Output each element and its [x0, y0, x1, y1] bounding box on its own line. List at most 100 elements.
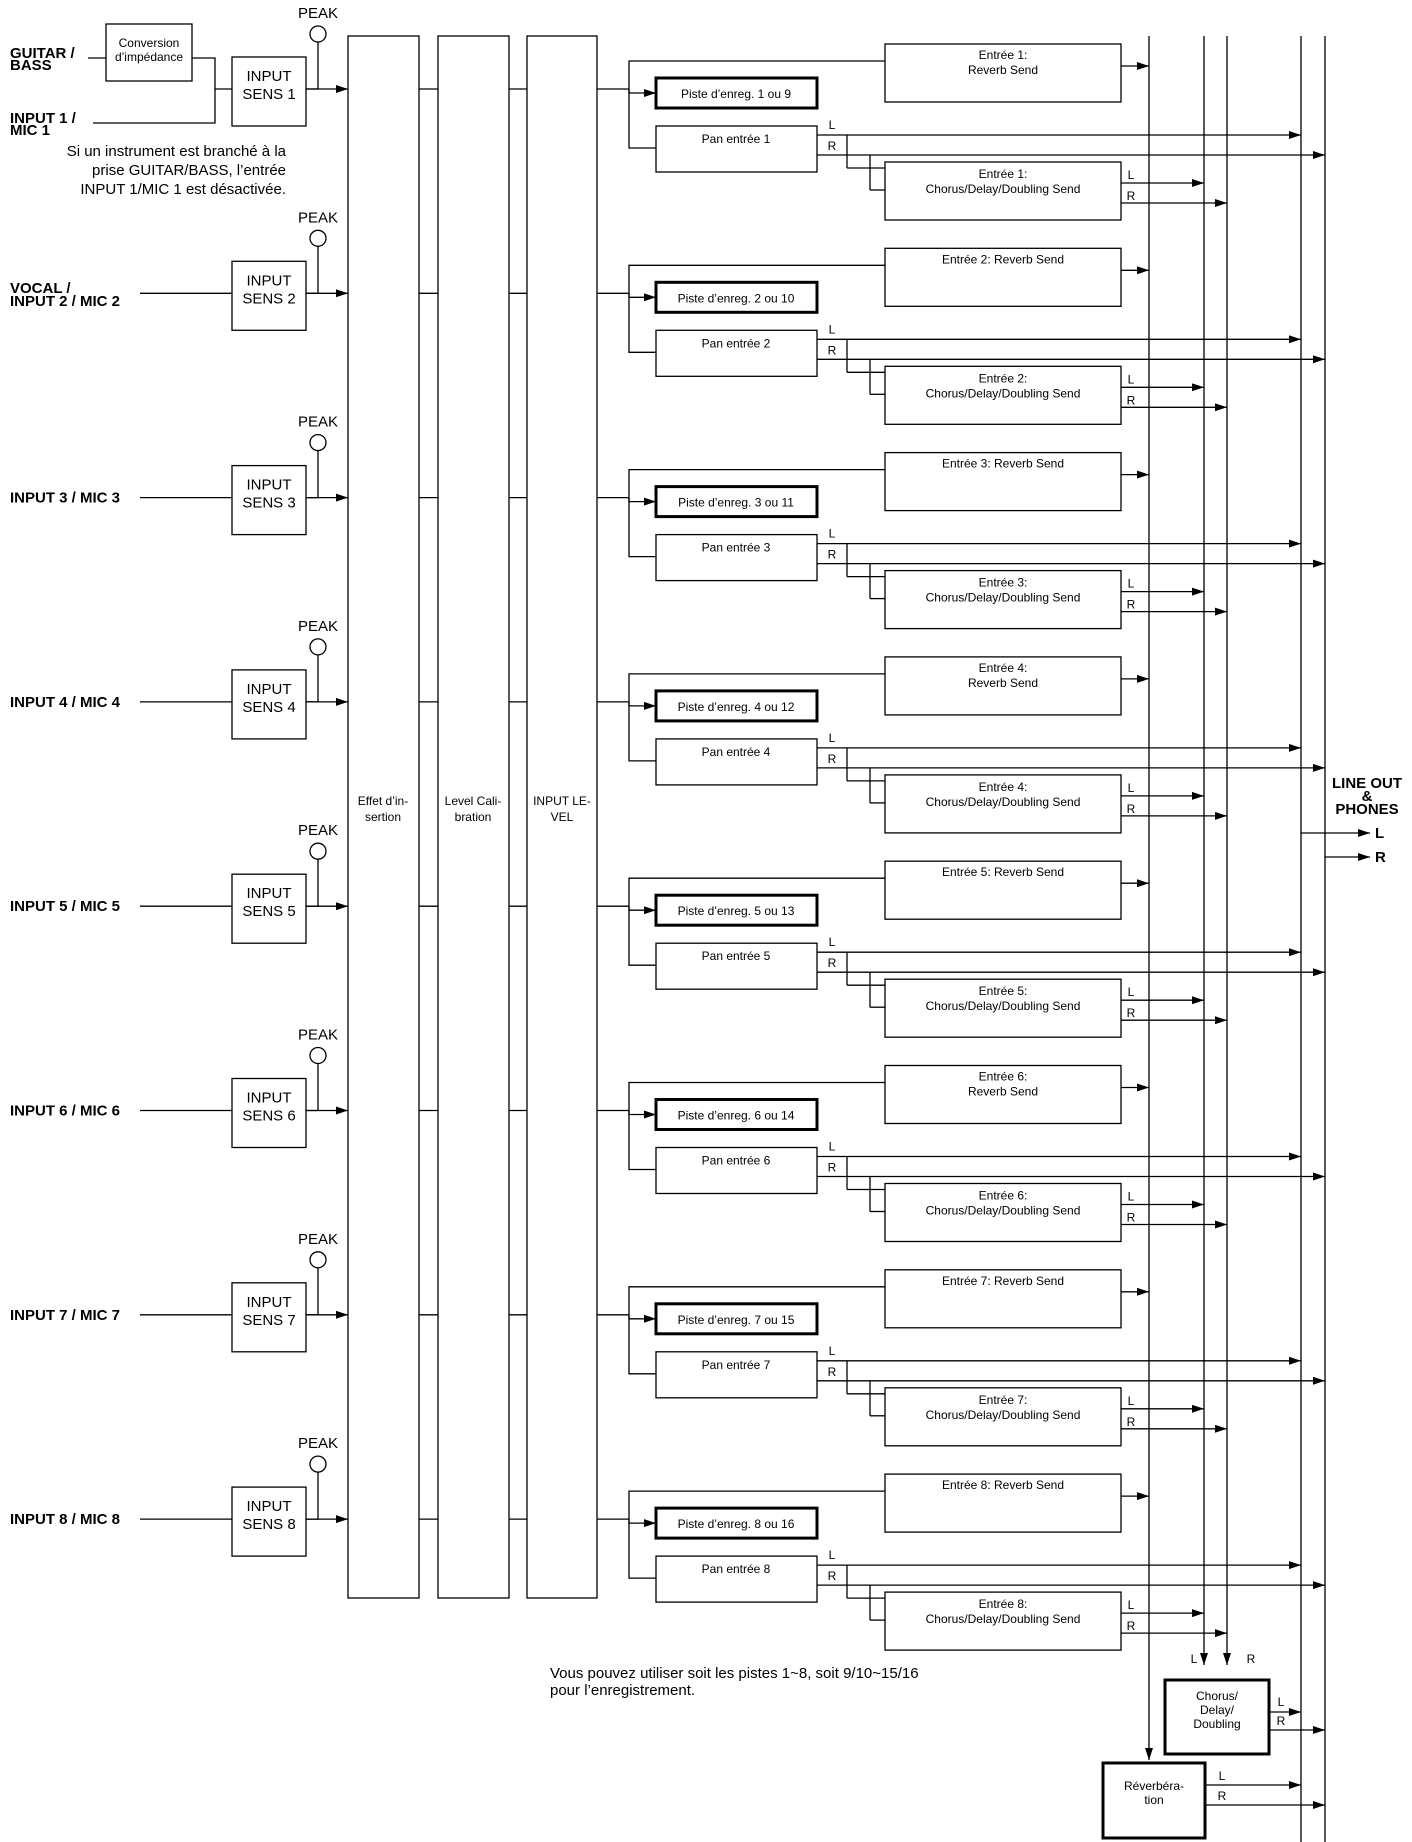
chorus-delay-doubling-label: Delay/	[1200, 1703, 1235, 1717]
chorus-send-2-label: Chorus/Delay/Doubling Send	[926, 386, 1081, 400]
to-pan-7	[628, 1314, 656, 1375]
chorus-send-3-r-label: R	[1127, 598, 1136, 612]
chorus-send-1-box	[884, 161, 1122, 221]
input-8-label: INPUT 8 / MIC 8	[10, 1511, 120, 1528]
reverb-send-7-box	[884, 1269, 1122, 1329]
to-rec-track-8	[628, 1519, 656, 1528]
input-sens-5-label: INPUT	[247, 885, 292, 902]
to-pan-1	[628, 89, 656, 149]
peak-3-tap	[306, 450, 319, 499]
reverb-send-5-label: Entrée 5: Reverb Send	[942, 865, 1064, 879]
input-sens-4-label: SENS 4	[242, 699, 295, 716]
chorus-in-l-label: L	[1191, 1652, 1198, 1666]
peak-1-label: PEAK	[298, 5, 338, 22]
rec-track-2-label: Piste d’enreg. 2 ou 10	[678, 291, 795, 305]
chorus-send-8-l-label: L	[1128, 1598, 1135, 1612]
to-reverb-send-1	[628, 60, 885, 89]
pan-8-box	[655, 1555, 818, 1603]
to-pan-5	[628, 906, 656, 966]
pan-4-r-label: R	[828, 752, 837, 766]
peak-5-label: PEAK	[298, 822, 338, 839]
reverb-send-1-label: Entrée 1:	[979, 48, 1028, 62]
chorus-send-7-l-label: L	[1128, 1394, 1135, 1408]
reverb-label: tion	[1144, 1793, 1163, 1807]
pan-4-box	[655, 738, 818, 786]
chorus-send-5-l-label: L	[1128, 985, 1135, 999]
pan-2-box	[655, 329, 818, 377]
guitar-bass-note: Si un instrument est branché à la	[67, 143, 287, 160]
pan-5-label: Pan entrée 5	[702, 949, 771, 963]
chorus-delay-doubling-box	[1163, 1678, 1271, 1756]
chorus-send-2-box	[884, 365, 1122, 425]
rec-track-3-label: Piste d’enreg. 3 ou 11	[678, 496, 794, 510]
input-sens-4-label: INPUT	[247, 681, 292, 698]
input-1-guitar-label: BASS	[10, 57, 52, 74]
input-sens-7-box	[231, 1282, 307, 1353]
reverb-label: Réverbéra-	[1124, 1779, 1184, 1793]
input-2-label: VOCAL /	[10, 280, 71, 297]
chorus-send-7-r-label: R	[1127, 1415, 1136, 1429]
pan-1-box	[655, 125, 818, 173]
line-out-phones-label: &	[1362, 788, 1373, 805]
peak-2-tap	[306, 246, 319, 294]
rec-track-6-label: Piste d’enreg. 6 ou 14	[678, 1109, 795, 1123]
chorus-in-r-label: R	[1247, 1652, 1256, 1666]
rec-track-8-label: Piste d’enreg. 8 ou 16	[678, 1517, 795, 1531]
to-rec-track-1	[628, 89, 656, 97]
chorus-send-8-r-label: R	[1127, 1619, 1136, 1633]
pan-8-label: Pan entrée 8	[702, 1562, 771, 1576]
reverb-send-1-box	[884, 43, 1122, 103]
input-sens-1-box	[231, 56, 307, 127]
impedance-conversion-label: d’impédance	[115, 50, 183, 64]
reverb-send-8-label: Entrée 8: Reverb Send	[942, 1478, 1064, 1492]
level-calibration-label: Level Cali-	[445, 794, 502, 808]
reverb-send-2-box	[884, 247, 1122, 307]
reverb-send-4-box	[884, 656, 1122, 716]
chorus-send-6-box	[884, 1182, 1122, 1243]
to-reverb-send-8	[628, 1490, 885, 1520]
pan-7-box	[655, 1351, 818, 1399]
reverb-out-r-label: R	[1218, 1789, 1227, 1803]
peak-8-indicator	[309, 1455, 327, 1473]
input-sens-8-box	[231, 1486, 307, 1557]
rec-track-1-label: Piste d’enreg. 1 ou 9	[681, 87, 791, 101]
input-1-mic-label: INPUT 1 /	[10, 110, 77, 127]
reverb-send-7-label: Entrée 7: Reverb Send	[942, 1274, 1064, 1288]
reverb-send-4-label: Entrée 4:	[979, 661, 1028, 675]
input-4-label: INPUT 4 / MIC 4	[10, 694, 121, 711]
line-out-phones-label: PHONES	[1335, 801, 1398, 818]
guitar-bass-note: INPUT 1/MIC 1 est désactivée.	[80, 181, 286, 198]
input-sens-3-label: SENS 3	[242, 495, 295, 512]
input-1-guitar-label: GUITAR /	[10, 45, 76, 62]
chorus-send-1-label: Chorus/Delay/Doubling Send	[926, 182, 1081, 196]
pan-4-l-label: L	[829, 731, 836, 745]
input-level-label: INPUT LE-	[533, 794, 591, 808]
impedance-conversion-box	[105, 23, 193, 82]
peak-5-tap	[306, 859, 319, 907]
mic1-to-sens-line	[93, 89, 216, 124]
reverb-send-6-box	[884, 1064, 1122, 1125]
recording-tracks-note: pour l’enregistrement.	[550, 1682, 695, 1699]
input-sens-2-box	[231, 260, 307, 331]
pan-7-label: Pan entrée 7	[702, 1358, 771, 1372]
input-5-label: INPUT 5 / MIC 5	[10, 898, 120, 915]
input-6-label: INPUT 6 / MIC 6	[10, 1103, 120, 1120]
peak-8-label: PEAK	[298, 1435, 338, 1452]
insert-effect-label: sertion	[365, 810, 401, 824]
pan-6-box	[655, 1146, 818, 1195]
input-sens-8-label: INPUT	[247, 1498, 292, 1515]
peak-5-indicator	[309, 842, 327, 860]
reverb-send-6-label: Reverb Send	[968, 1085, 1038, 1099]
chorus-out-l-label: L	[1278, 1695, 1285, 1709]
chorus-send-8-box	[884, 1591, 1122, 1651]
chorus-send-4-label: Chorus/Delay/Doubling Send	[926, 795, 1081, 809]
reverb-out-l-label: L	[1219, 1769, 1226, 1783]
rec-track-8-box	[654, 1506, 819, 1540]
impedance-to-sens-line	[192, 57, 232, 90]
input-sens-7-label: INPUT	[247, 1294, 292, 1311]
reverb-send-2-label: Entrée 2: Reverb Send	[942, 252, 1064, 266]
peak-2-label: PEAK	[298, 209, 338, 226]
peak-4-tap	[306, 654, 319, 703]
rec-track-3-box	[654, 485, 819, 519]
